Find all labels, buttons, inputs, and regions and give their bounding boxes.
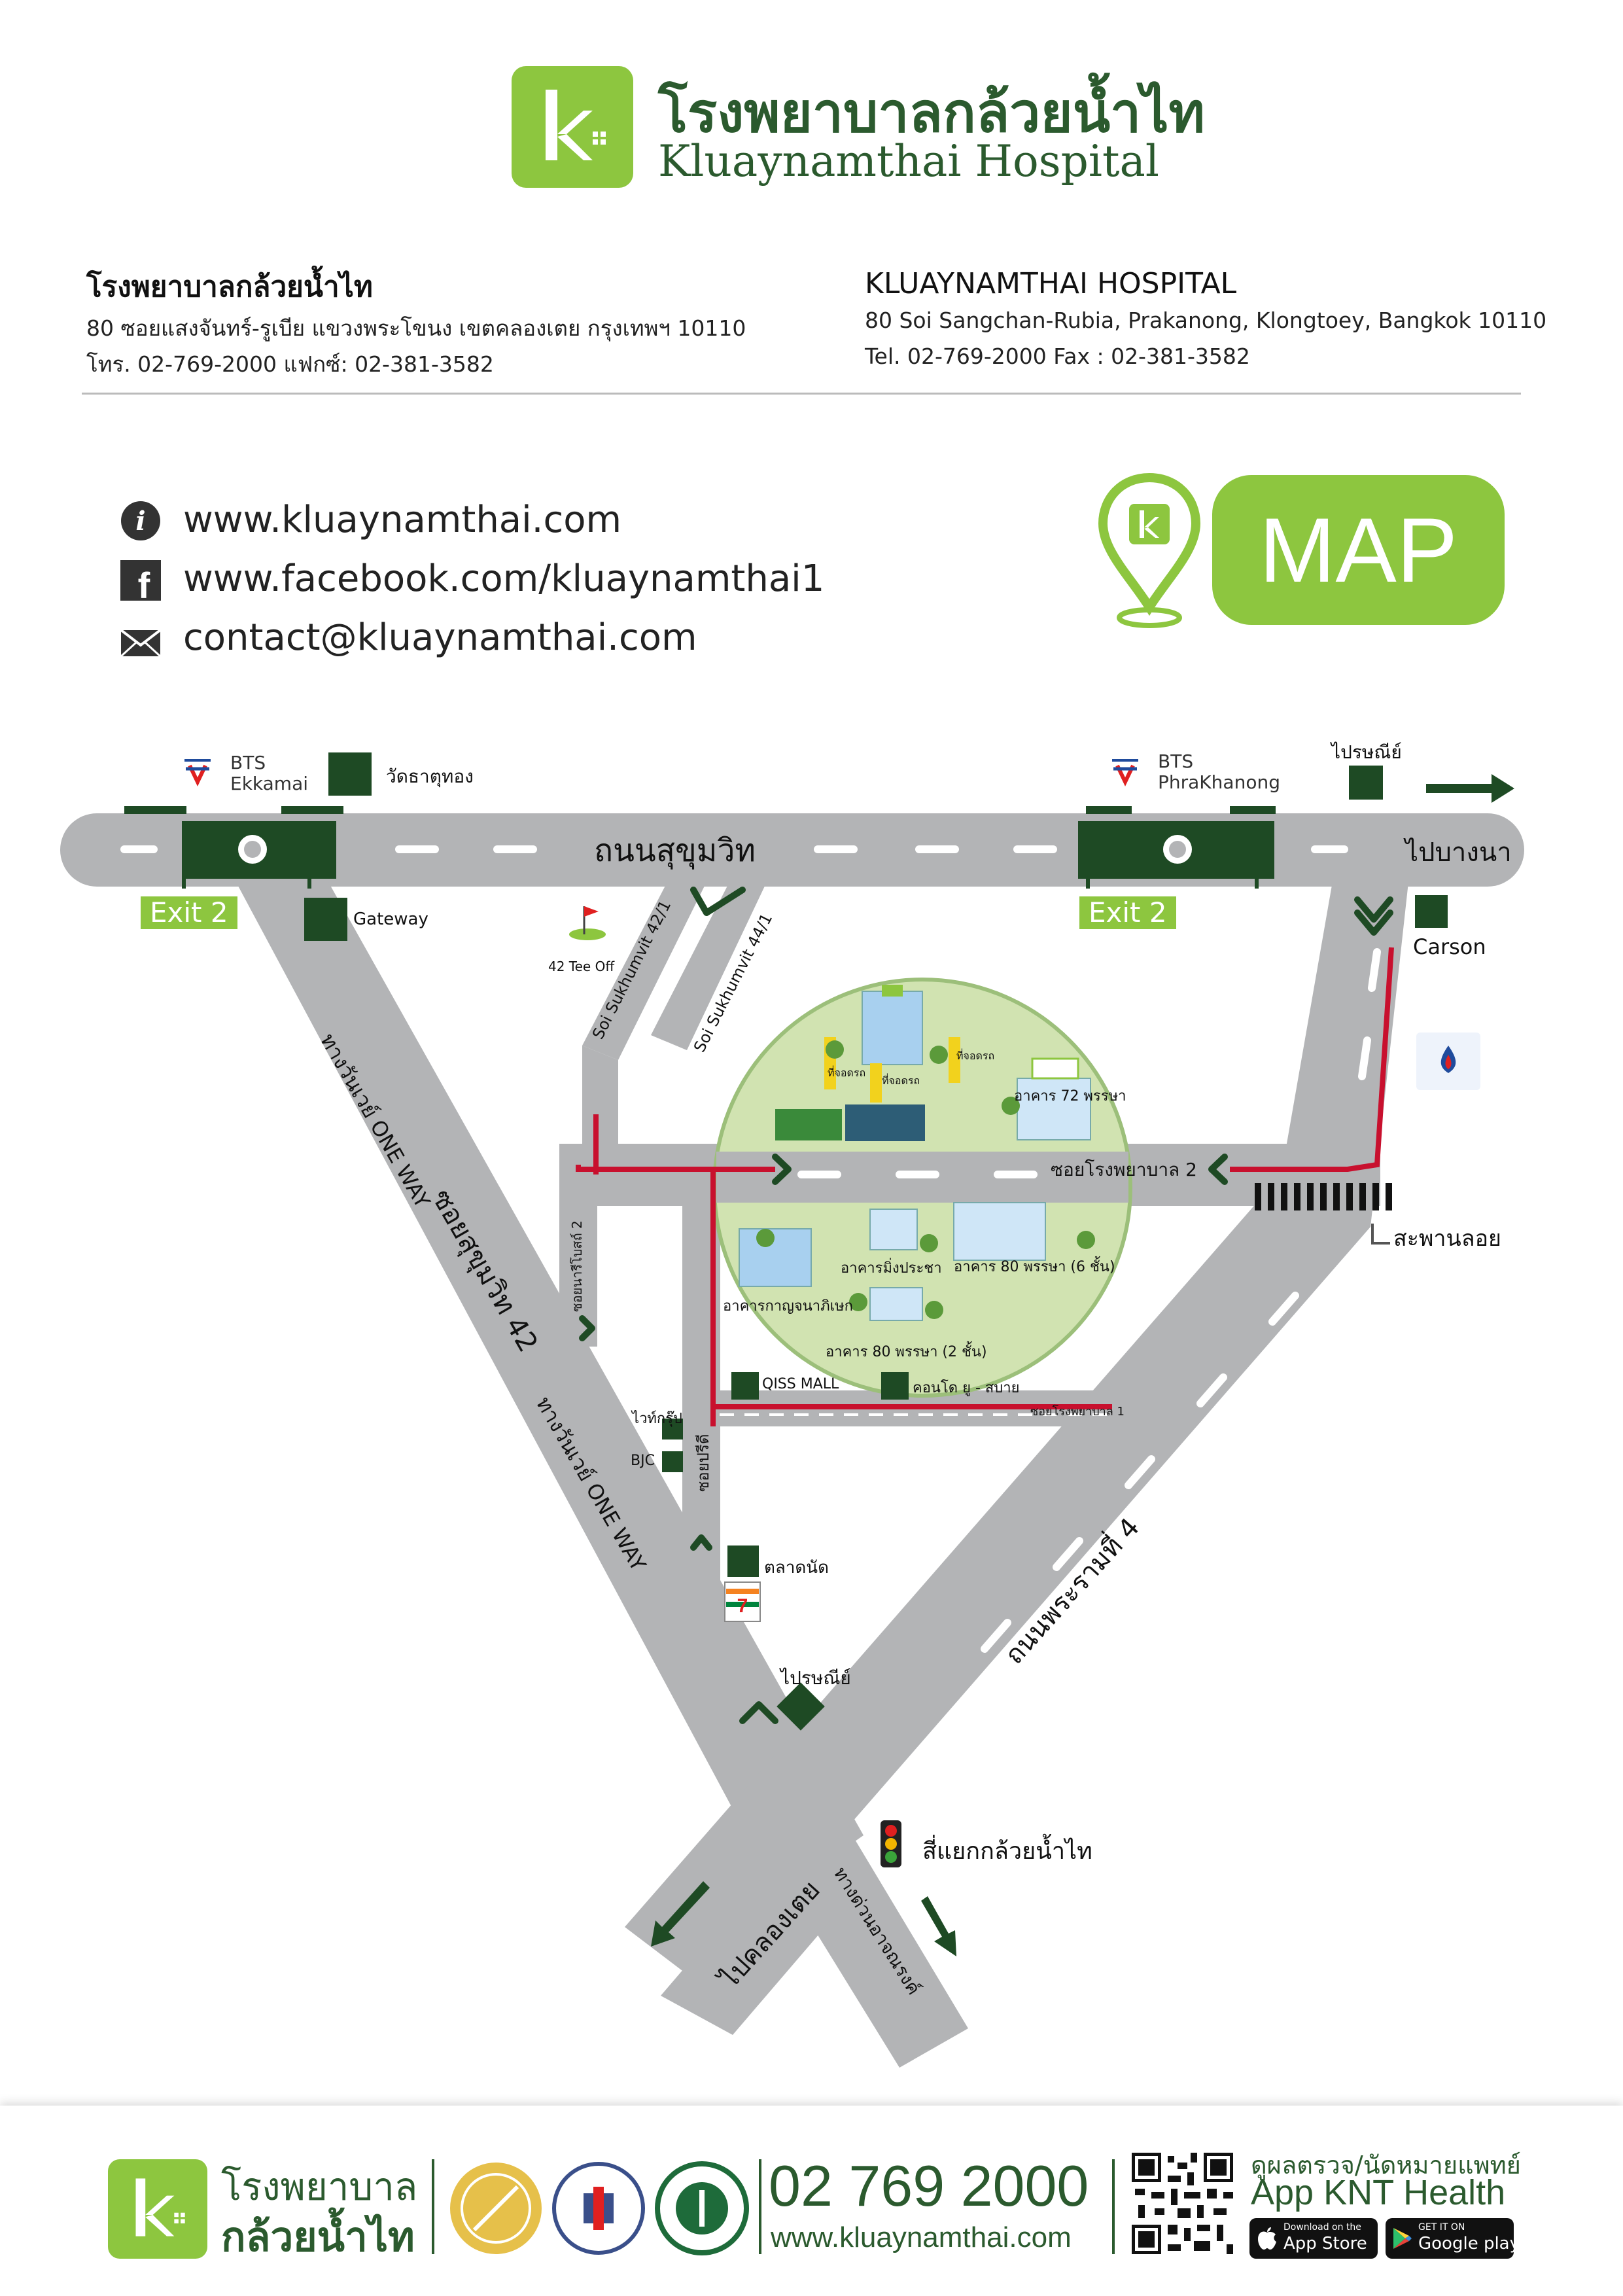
footer-divider [432,2159,434,2254]
footer-logo-k-icon [135,2178,185,2236]
floating-bridge-stripes [1255,1183,1392,1210]
soi-hospital-2-label: ซอยโรงพยาบาล 2 [1051,1159,1197,1180]
post-office-top-label: ไปรษณีย์ [1331,741,1402,763]
route-map: 7 [60,759,1524,2068]
footer-bar [0,2106,1623,2296]
white-group-marker [662,1419,683,1439]
footer-website[interactable]: www.kluaynamthai.com [771,2221,1072,2253]
market-marker [727,1545,759,1577]
soi-sukhumvit-42-road [219,851,864,1894]
gateway-marker [304,898,347,941]
phone-thai-line: โทร. 02-769-2000 แฟกซ์: 02-381-3582 [86,351,494,377]
mail-icon [120,629,161,658]
intersection-label: สี่แยกกล้วยน้ำไท [922,1838,1092,1865]
tee-off-label: 42 Tee Off [548,959,615,974]
post-office-bottom-label: ไปรษณีย์ [780,1667,851,1689]
parking-label-1: ที่จอดรถ [956,1050,995,1062]
qiss-mall-label: QISS MALL [762,1376,839,1392]
exit-right-label: Exit 2 [1079,896,1176,929]
google-play-text: Google play [1418,2234,1520,2253]
bjc-marker [662,1451,683,1472]
building-kanjana-label: อาคารกาญจนาภิเษก [723,1298,853,1315]
building-80-2-label: อาคาร 80 พรรษา (2 ชั้น) [826,1344,987,1360]
svg-text:7: 7 [737,1595,748,1617]
app-store-badge[interactable]: Download on the App Store [1249,2218,1378,2259]
svg-text:f: f [138,565,150,601]
wat-that-thong-marker [328,752,372,796]
facebook-icon: f [120,560,161,601]
address-thai-title: โรงพยาบาลกล้วยน้ำไท [86,270,373,304]
parking-label-2: ที่จอดรถ [828,1067,866,1079]
building-mangprasert-label: อาคารมิ่งประชา [841,1260,942,1277]
website-link[interactable]: www.kluaynamthai.com [183,499,622,541]
wat-that-thong-label: วัดธาตุทอง [386,766,474,787]
bts-logo-icon [184,759,211,786]
traffic-light-icon [881,1820,901,1867]
ha-seal-icon [552,2162,645,2255]
footer-divider-2 [759,2159,761,2254]
app-store-small-text: Download on the [1283,2222,1361,2233]
soi-naree-road [559,1144,597,1347]
map-button[interactable]: MAP [1212,475,1505,625]
moph-seal-icon [655,2161,749,2255]
seven-eleven-icon: 7 [724,1581,761,1622]
footer-logo [108,2159,207,2259]
gateway-label: Gateway [353,910,428,929]
klongtoey-road [661,1858,850,2035]
rama4-road [625,1181,1370,1989]
qiss-mall-marker [731,1372,759,1400]
footer-divider-3 [1112,2159,1115,2254]
to-bangna-label: ไปบางนา [1405,838,1512,868]
hospital-buildings [739,985,1095,1321]
soi-naree-label: ซอยนารีโบสถ์ 2 [569,1220,585,1312]
map-pin-icon [1098,472,1201,628]
white-group-label: ไวท์กรุ๊ป [632,1411,683,1427]
app-store-text: App Store [1283,2234,1367,2253]
hospital-logo [512,66,633,188]
condo-label: คอนโด ยู - สบาย [913,1380,1020,1396]
info-icon: i [121,501,160,540]
google-play-small-text: GET IT ON [1418,2222,1465,2233]
address-english-line: 80 Soi Sangchan-Rubia, Prakanong, Klongt… [865,308,1547,333]
soi-hospital-1-label: ซอยโรงพยาบาล 1 [1030,1405,1125,1419]
phone-english-line: Tel. 02-769-2000 Fax : 02-381-3582 [865,344,1250,369]
logo-k-icon [546,90,606,160]
ptt-station-icon [1416,1033,1480,1090]
carson-label: Carson [1413,934,1486,959]
google-play-icon [1393,2228,1412,2249]
brand-name-thai: โรงพยาบาลกล้วยน้ำไท [658,80,1205,145]
app-caption: ดูผลตรวจ/นัดหมายแพทย์ [1251,2151,1521,2180]
footer-brand-line2: กล้วยน้ำไท [221,2213,415,2261]
email-link[interactable]: contact@kluaynamthai.com [183,616,697,659]
app-name: App KNT Health [1251,2173,1506,2212]
golf-icon [569,906,606,940]
bjc-label: BJC [631,1453,655,1469]
address-english-title: KLUAYNAMTHAI HOSPITAL [865,267,1237,300]
sukhumvit-road-label: ถนนสุขุมวิท [594,832,756,869]
market-label: ตลาดนัด [764,1558,829,1578]
jci-seal-icon [450,2163,542,2254]
svg-text:i: i [135,506,145,537]
address-thai-line: 80 ซอยแสงจันทร์-รูเบีย แขวงพระโขนง เขตคล… [86,315,746,341]
floating-bridge-label: สะพานลอย [1393,1226,1501,1252]
soi-42-1-road [582,882,707,1060]
google-play-badge[interactable]: GET IT ON Google play [1386,2218,1520,2259]
brand-name-english: Kluaynamthai Hospital [658,136,1159,186]
carson-marker [1415,895,1448,928]
apple-icon [1258,2227,1276,2250]
condo-marker [881,1372,909,1400]
qr-code-icon[interactable] [1128,2149,1236,2257]
soi-pridi-label: ซอยปรีดี [694,1434,712,1492]
parking-label-3: ที่จอดรถ [882,1074,920,1087]
building-72-label: อาคาร 72 พรรษา [1014,1088,1126,1104]
building-80-6-label: อาคาร 80 พรรษา (6 ชั้น) [954,1259,1115,1275]
footer-brand-line1: โรงพยาบาล [221,2164,418,2209]
exit-left-label: Exit 2 [141,896,237,929]
footer-phone[interactable]: 02 769 2000 [769,2153,1089,2218]
post-office-top-marker [1349,766,1383,800]
facebook-link[interactable]: www.facebook.com/kluaynamthai1 [183,557,825,600]
header-divider [82,393,1521,395]
